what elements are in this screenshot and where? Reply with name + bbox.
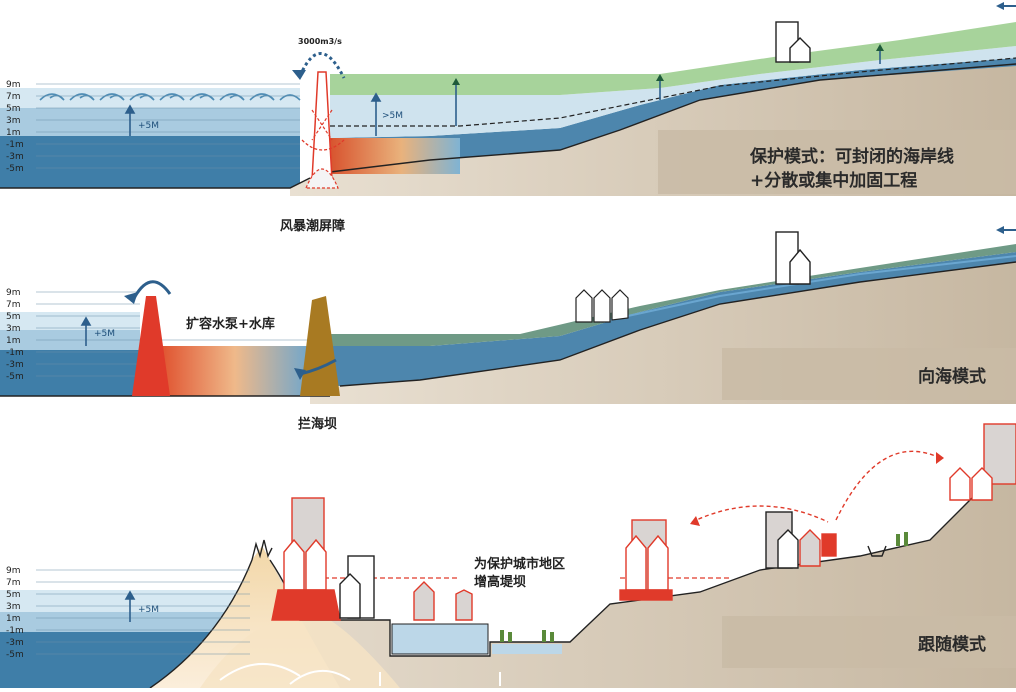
storm-barrier-label: 风暴潮屏障	[280, 218, 345, 234]
scale-label-neg1m: -1m	[6, 348, 24, 358]
pump-reservoir-label: 扩容水泵+水库	[186, 316, 275, 332]
building-icon-2	[775, 231, 811, 285]
hill-buildings	[765, 511, 887, 569]
scale-labels-1: 9m 7m 5m 3m 1m -1m -3m -5m	[6, 80, 24, 174]
groundwater-arrows	[219, 663, 501, 686]
dike-label-line2: 增高堤坝	[474, 574, 526, 590]
scale-label-neg5m: -5m	[6, 650, 24, 660]
overflow-arrow	[298, 52, 346, 79]
scale-label-neg5m: -5m	[6, 164, 24, 174]
relocation-arrow-2	[835, 450, 941, 521]
reed-plants	[500, 532, 908, 642]
relocation-arrowhead-2	[936, 452, 944, 464]
scale-label-7m: 7m	[6, 578, 21, 588]
scale-label-1m: 1m	[6, 614, 21, 624]
overflow-arrowhead	[292, 70, 306, 80]
scale-label-neg1m: -1m	[6, 626, 24, 636]
inland-light-water	[330, 46, 1016, 138]
rise-label-left-1: +5M	[138, 121, 159, 131]
mode-title-follow: 跟随模式	[918, 634, 986, 655]
city-buildings	[271, 423, 1016, 621]
flow-rate-label: 3000m3/s	[298, 37, 342, 46]
dune-crest	[251, 539, 273, 561]
scale-label-9m: 9m	[6, 288, 21, 298]
sea-deep-2	[0, 350, 140, 396]
inland-deep-water	[330, 58, 1016, 172]
scale-label-5m: 5m	[6, 104, 21, 114]
pump-structure	[132, 296, 170, 396]
scale-label-neg3m: -3m	[6, 638, 24, 648]
water-edge-2	[599, 255, 1016, 323]
rise-arrow-3	[124, 590, 136, 622]
scale-label-neg3m: -3m	[6, 360, 24, 370]
mode-title-protect-line1: 保护模式：可封闭的海岸线	[749, 146, 954, 167]
mid-water	[0, 108, 300, 136]
small-basin	[492, 644, 562, 654]
polder-basin	[391, 623, 489, 655]
scale-label-neg5m: -5m	[6, 372, 24, 382]
scale-label-neg3m: -3m	[6, 152, 24, 162]
drainage-gradient	[330, 138, 460, 174]
rise-arrow-2	[80, 316, 92, 346]
rise-label-left-3: +5M	[138, 605, 159, 615]
scale-labels-2: 9m 7m 5m 3m 1m -1m -3m -5m	[6, 288, 24, 382]
scale-label-5m: 5m	[6, 312, 21, 322]
dike-label-line1: 为保护城市地区	[474, 556, 565, 572]
deep-water	[0, 136, 300, 188]
panel-seaward	[0, 226, 1016, 404]
scale-label-9m: 9m	[6, 80, 21, 90]
mode-box-3	[722, 616, 1016, 668]
panel-protect	[0, 2, 1016, 196]
relocation-arrowhead-1	[690, 516, 700, 526]
reservoir-gradient	[160, 346, 310, 396]
building-icon	[775, 21, 811, 63]
scale-label-3m: 3m	[6, 116, 21, 126]
rise-label-right-1: >5M	[382, 111, 403, 121]
scale-label-3m: 3m	[6, 602, 21, 612]
scale-lines-1	[36, 83, 300, 169]
mode-title-protect-line2: +分散或集中加固工程	[750, 170, 917, 191]
dam-arrowhead	[294, 368, 306, 380]
green-band	[330, 22, 1016, 95]
sand-fan	[200, 616, 400, 688]
sea-dam-label: 拦海坝	[298, 416, 337, 432]
scale-label-1m: 1m	[6, 128, 21, 138]
mode-box-1	[658, 130, 1016, 194]
storm-waves	[39, 93, 301, 101]
scale-label-9m: 9m	[6, 566, 21, 576]
future-level-line	[330, 57, 1016, 127]
pump-arrowhead	[124, 292, 138, 304]
scale-label-7m: 7m	[6, 300, 21, 310]
mode-title-seaward: 向海模式	[918, 366, 986, 387]
relocation-arrow-1	[691, 505, 829, 523]
scale-label-7m: 7m	[6, 92, 21, 102]
seabed-line	[0, 177, 311, 189]
ground-line	[329, 63, 1016, 173]
flow-arrowhead-1	[996, 2, 1004, 10]
scale-lines-3	[36, 569, 250, 655]
scale-label-5m: 5m	[6, 590, 21, 600]
rise-arrows-1	[124, 44, 884, 136]
panel-follow	[0, 423, 1016, 689]
scale-lines-2	[36, 291, 310, 377]
scale-label-1m: 1m	[6, 336, 21, 346]
mode-box-2	[722, 348, 1016, 400]
flow-arrowhead-2	[996, 226, 1004, 234]
rise-label-left-2: +5M	[94, 329, 115, 339]
houses-icon	[575, 289, 629, 323]
storm-surge-barrier	[301, 71, 345, 189]
scale-label-3m: 3m	[6, 324, 21, 334]
green-band-2	[330, 244, 1016, 346]
scale-labels-3: 9m 7m 5m 3m 1m -1m -3m -5m	[6, 566, 24, 660]
scale-label-neg1m: -1m	[6, 140, 24, 150]
